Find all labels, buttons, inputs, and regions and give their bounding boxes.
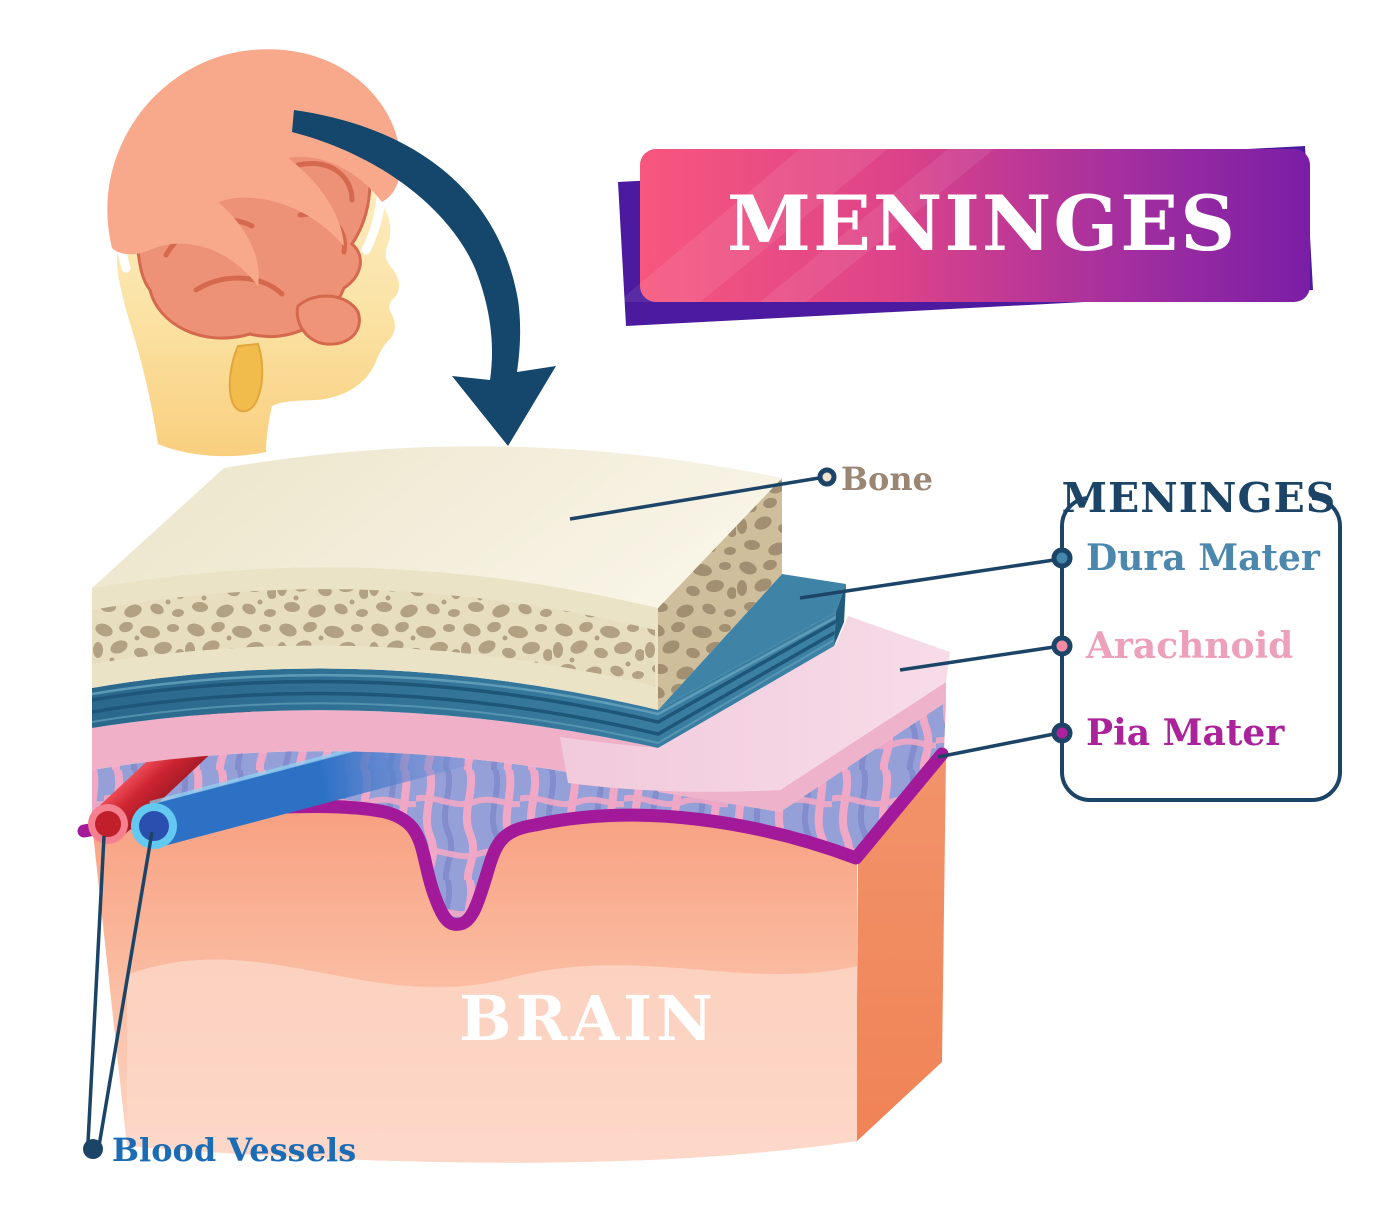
legend-title: MENINGES <box>1062 474 1337 522</box>
hair <box>107 49 401 286</box>
banner-title: MENINGES <box>727 179 1237 268</box>
bone-leader <box>569 476 820 521</box>
layered-block <box>77 446 950 1163</box>
dura-top-face <box>658 574 846 710</box>
artery-cross-section-lumen <box>95 811 121 837</box>
arrow-to-diagram <box>292 110 556 446</box>
legend-item-arachnoid: Arachnoid <box>1085 625 1293 667</box>
vein-tube <box>148 724 466 847</box>
arachnoid-front-band <box>92 710 658 790</box>
legend-dot-arachnoid <box>1051 635 1073 657</box>
bone-label: Bone <box>841 460 933 498</box>
bone-dot <box>817 467 837 487</box>
arachnoid-top-face <box>560 616 950 792</box>
bone-top-face <box>92 446 782 608</box>
pia-mater-line <box>77 747 949 931</box>
cerebellum <box>295 294 361 346</box>
legend-dot-dura <box>1051 547 1073 569</box>
title-banner: MENINGES <box>618 146 1313 326</box>
dura-front-band <box>92 612 836 748</box>
brainstem <box>228 342 264 413</box>
legend-item-pia: Pia Mater <box>1086 712 1285 754</box>
legend-title-mask <box>1088 476 1312 522</box>
dura-leader <box>799 558 1055 600</box>
banner-front <box>640 149 1310 302</box>
blood-vessels-dot <box>83 1139 103 1159</box>
legend-dot-pia <box>1051 722 1073 744</box>
arachnoid-leader <box>899 645 1055 672</box>
brain-highlight-wave <box>127 959 857 1163</box>
brain-label: BRAIN <box>459 982 717 1055</box>
vein-cross-section-lumen <box>139 811 169 841</box>
pia-leader <box>937 732 1055 759</box>
legend: MENINGES Dura Mater Arachnoid Pia Mater <box>1051 474 1342 802</box>
leader-lines <box>86 476 1055 1147</box>
artery-leader <box>86 835 106 1144</box>
dura-right-end <box>834 584 846 646</box>
brain-right-face <box>856 756 946 1142</box>
legend-item-dura: Dura Mater <box>1086 537 1321 579</box>
vein-leader <box>97 831 154 1147</box>
arachnoid-right-strip <box>658 682 946 812</box>
child-head-illustration <box>107 49 401 457</box>
blood-vessels-label: Blood Vessels <box>112 1131 356 1169</box>
